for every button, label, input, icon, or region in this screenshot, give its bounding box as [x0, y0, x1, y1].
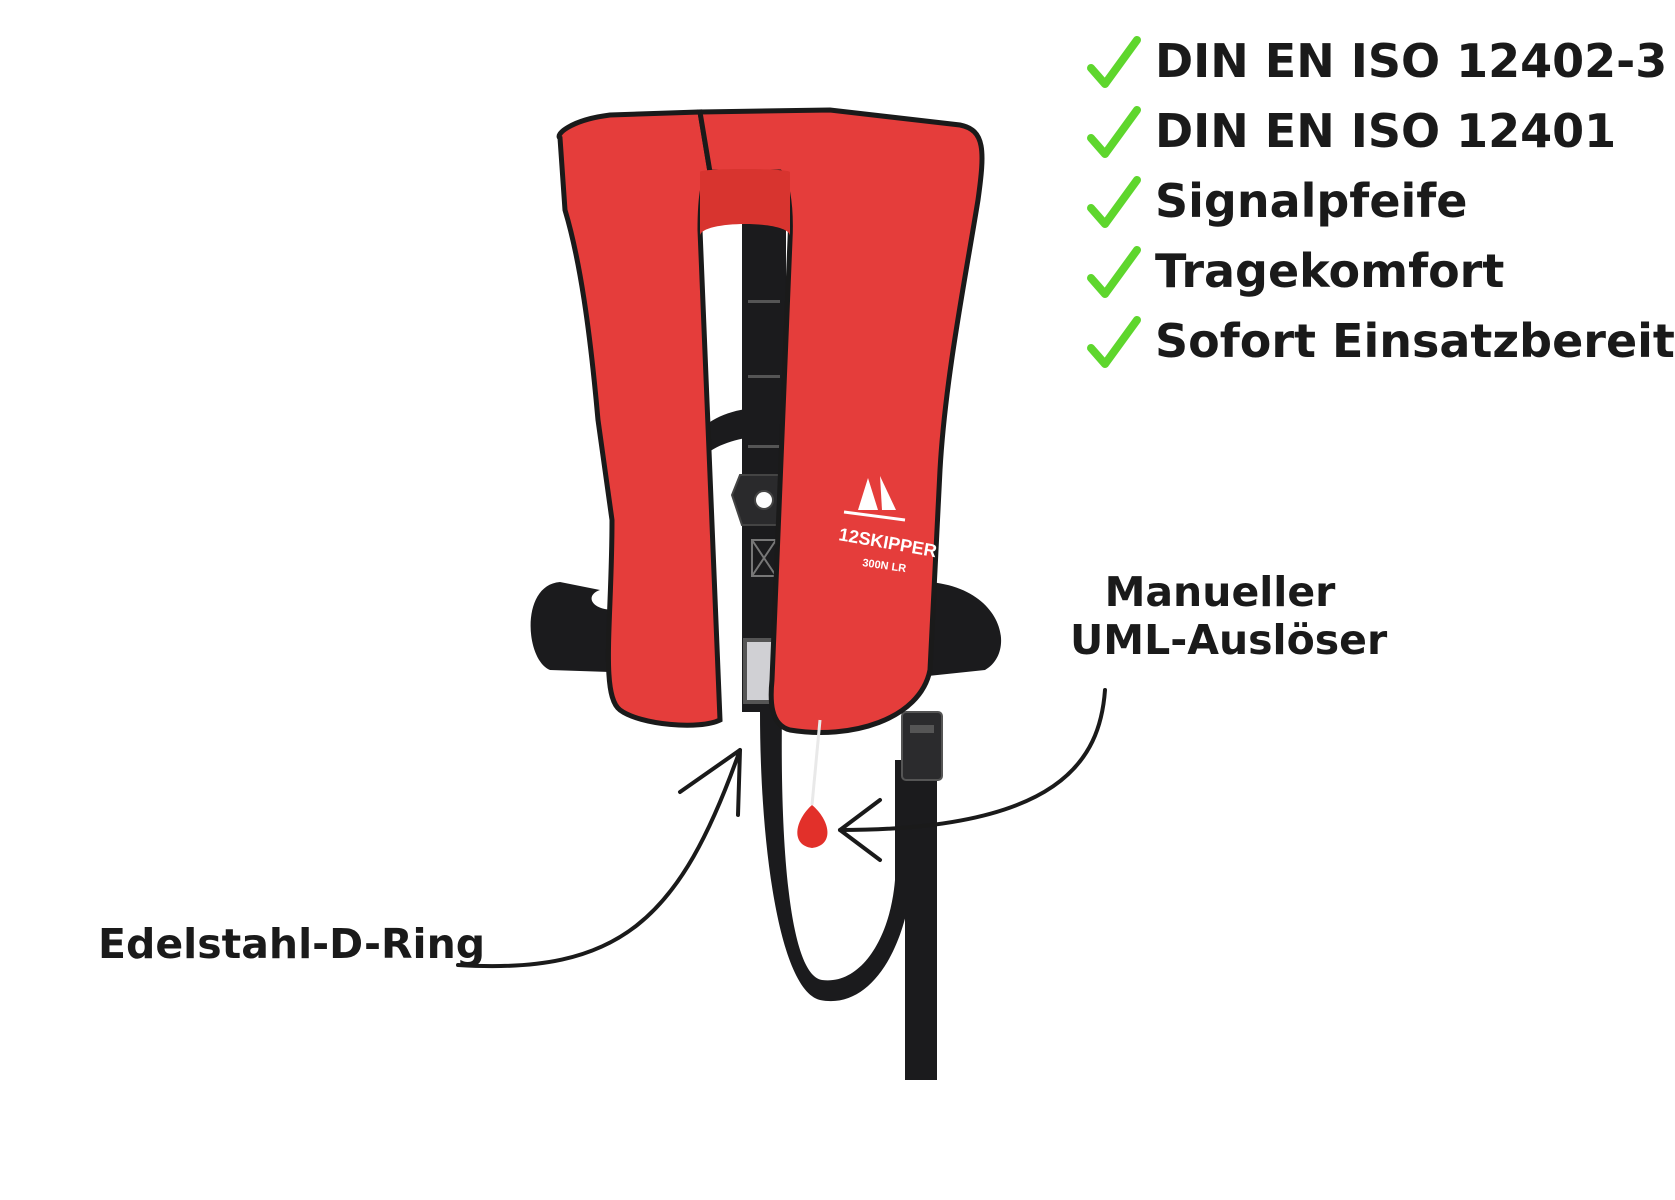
feature-item: Signalpfeife [1085, 166, 1675, 236]
feature-text: DIN EN ISO 12401 [1155, 104, 1617, 158]
feature-item: DIN EN ISO 12401 [1085, 96, 1675, 166]
feature-item: Tragekomfort [1085, 236, 1675, 306]
d-ring-callout: Edelstahl-D-Ring [98, 920, 486, 968]
check-icon [1087, 246, 1141, 298]
trigger-callout: Manueller UML-Auslöser [1070, 568, 1388, 664]
strap-end [905, 770, 937, 1080]
waist-belt [530, 582, 615, 672]
brand-logo [843, 476, 906, 522]
check-icon [1087, 106, 1141, 158]
feature-text: Signalpfeife [1155, 174, 1468, 228]
check-icon [1087, 36, 1141, 88]
arrow-trigger [838, 688, 1107, 832]
feature-item: Sofort Einsatzbereit [1085, 306, 1675, 376]
trigger-cord [810, 719, 822, 806]
check-icon [1087, 176, 1141, 228]
trigger-callout-line1: Manueller [1104, 568, 1336, 616]
arrow-d-ring [456, 748, 742, 969]
vest-right-panel [697, 107, 985, 735]
feature-list: DIN EN ISO 12402-3 DIN EN ISO 12401 Sign… [1085, 26, 1675, 376]
crotch-strap [760, 712, 912, 1002]
check-icon [1087, 316, 1141, 368]
feature-text: Tragekomfort [1155, 244, 1505, 298]
trigger-callout-line2: UML-Auslöser [1070, 616, 1388, 664]
feature-text: DIN EN ISO 12402-3 [1155, 34, 1668, 88]
feature-text: Sofort Einsatzbereit [1155, 314, 1675, 368]
feature-item: DIN EN ISO 12402-3 [1085, 26, 1675, 96]
trigger-handle [797, 805, 828, 848]
